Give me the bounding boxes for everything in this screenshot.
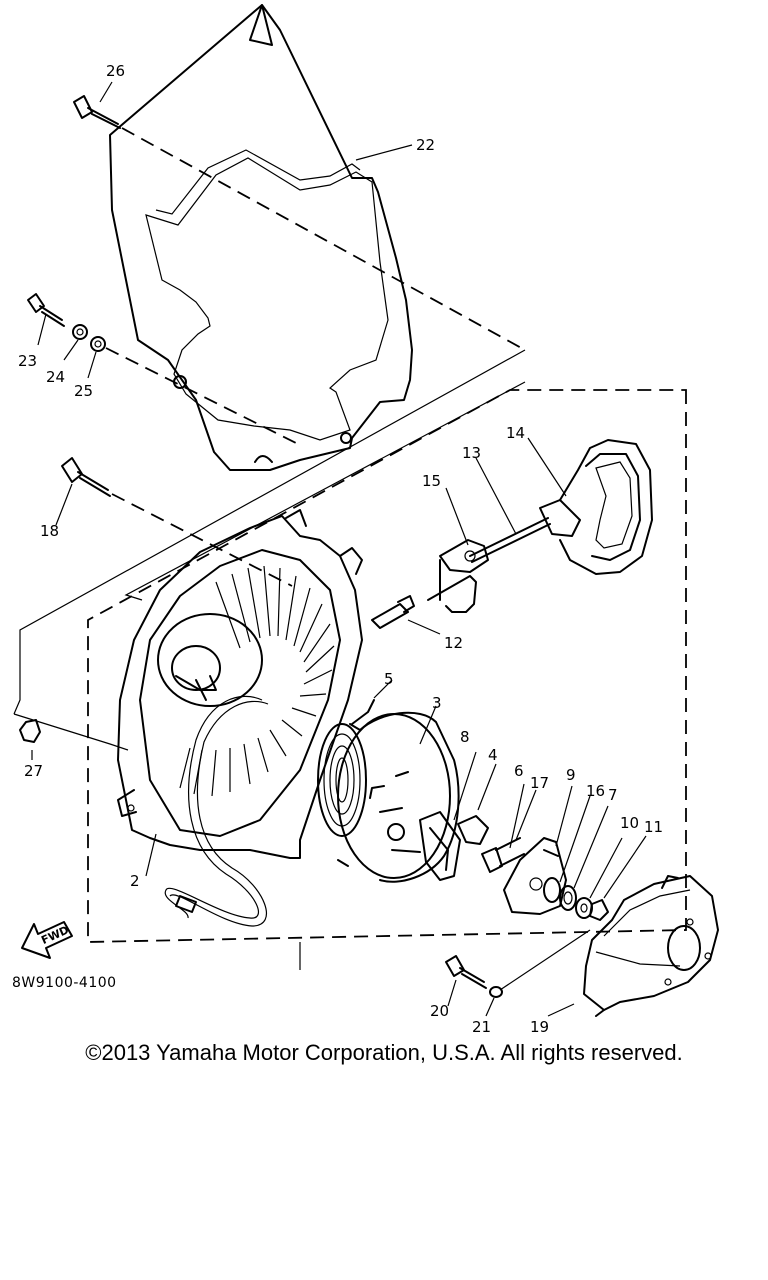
washer-part-25	[87, 336, 301, 446]
part-number-8: 8	[460, 728, 470, 746]
bolt-part-18	[55, 457, 293, 587]
forward-direction-arrow-icon: FWD	[21, 921, 73, 959]
starter-housing-part-2	[117, 509, 363, 927]
washer-part-10	[575, 837, 623, 919]
part-number-15: 15	[422, 472, 441, 490]
rope-guide-part-12	[371, 595, 441, 635]
part-number-13: 13	[462, 444, 481, 462]
part-number-16: 16	[586, 782, 605, 800]
part-number-18: 18	[40, 522, 59, 540]
part-number-5: 5	[384, 670, 394, 688]
part-number-3: 3	[432, 694, 442, 712]
bolt-part-23	[27, 293, 65, 346]
rope-guide-bracket-part-15	[427, 487, 489, 613]
part-number-2: 2	[130, 872, 140, 890]
friction-plate-part-9	[503, 785, 573, 915]
guide-line-c	[124, 381, 526, 601]
bolt-part-20	[445, 955, 487, 1007]
spring-part-7	[559, 805, 609, 911]
part-number-4: 4	[488, 746, 498, 764]
leader-22	[355, 144, 413, 161]
part-number-22: 22	[416, 136, 435, 154]
part-number-23: 23	[18, 352, 37, 370]
assembly-boundary	[87, 389, 687, 943]
drive-pawl-part-8	[419, 751, 477, 881]
part-number-17: 17	[530, 774, 549, 792]
part-number-26: 26	[106, 62, 125, 80]
part-number-27: 27	[24, 762, 43, 780]
starter-rope-part-13	[469, 457, 551, 563]
bolt-part-17	[481, 789, 537, 873]
bolt-part-26	[73, 81, 526, 351]
nut-part-24	[63, 324, 88, 361]
leader-6	[509, 783, 525, 849]
washer-part-21	[485, 929, 591, 1017]
part-number-7: 7	[608, 786, 618, 804]
part-number-10: 10	[620, 814, 639, 832]
sheave-drum-part-3	[337, 705, 460, 883]
part-number-21: 21	[472, 1018, 491, 1036]
spacer-part-16	[543, 795, 591, 903]
part-number-25: 25	[74, 382, 93, 400]
part-number-12: 12	[444, 634, 463, 652]
guide-line-b	[13, 713, 129, 751]
guide-line-a	[13, 349, 526, 715]
part-number-labels: 26 22 23 24 25 18 14 13 15 12 5 3 8 4 6 …	[18, 62, 663, 1036]
part-number-14: 14	[506, 424, 525, 442]
diagram-code: 8W9100-4100	[12, 975, 117, 991]
starter-handle-part-14	[527, 437, 653, 575]
part-number-20: 20	[430, 1002, 449, 1020]
part-number-11: 11	[644, 818, 663, 836]
part-number-19: 19	[530, 1018, 549, 1036]
copyright-notice: ©2013 Yamaha Motor Corporation, U.S.A. A…	[85, 1040, 683, 1065]
nut-part-27	[19, 719, 41, 760]
nut-part-11	[589, 835, 647, 921]
part-number-6: 6	[514, 762, 524, 780]
return-spring-part-4	[457, 763, 497, 845]
fan-cover-part-22	[109, 4, 413, 471]
starter-pulley-part-19	[547, 875, 719, 1017]
part-number-9: 9	[566, 766, 576, 784]
part-number-24: 24	[46, 368, 65, 386]
